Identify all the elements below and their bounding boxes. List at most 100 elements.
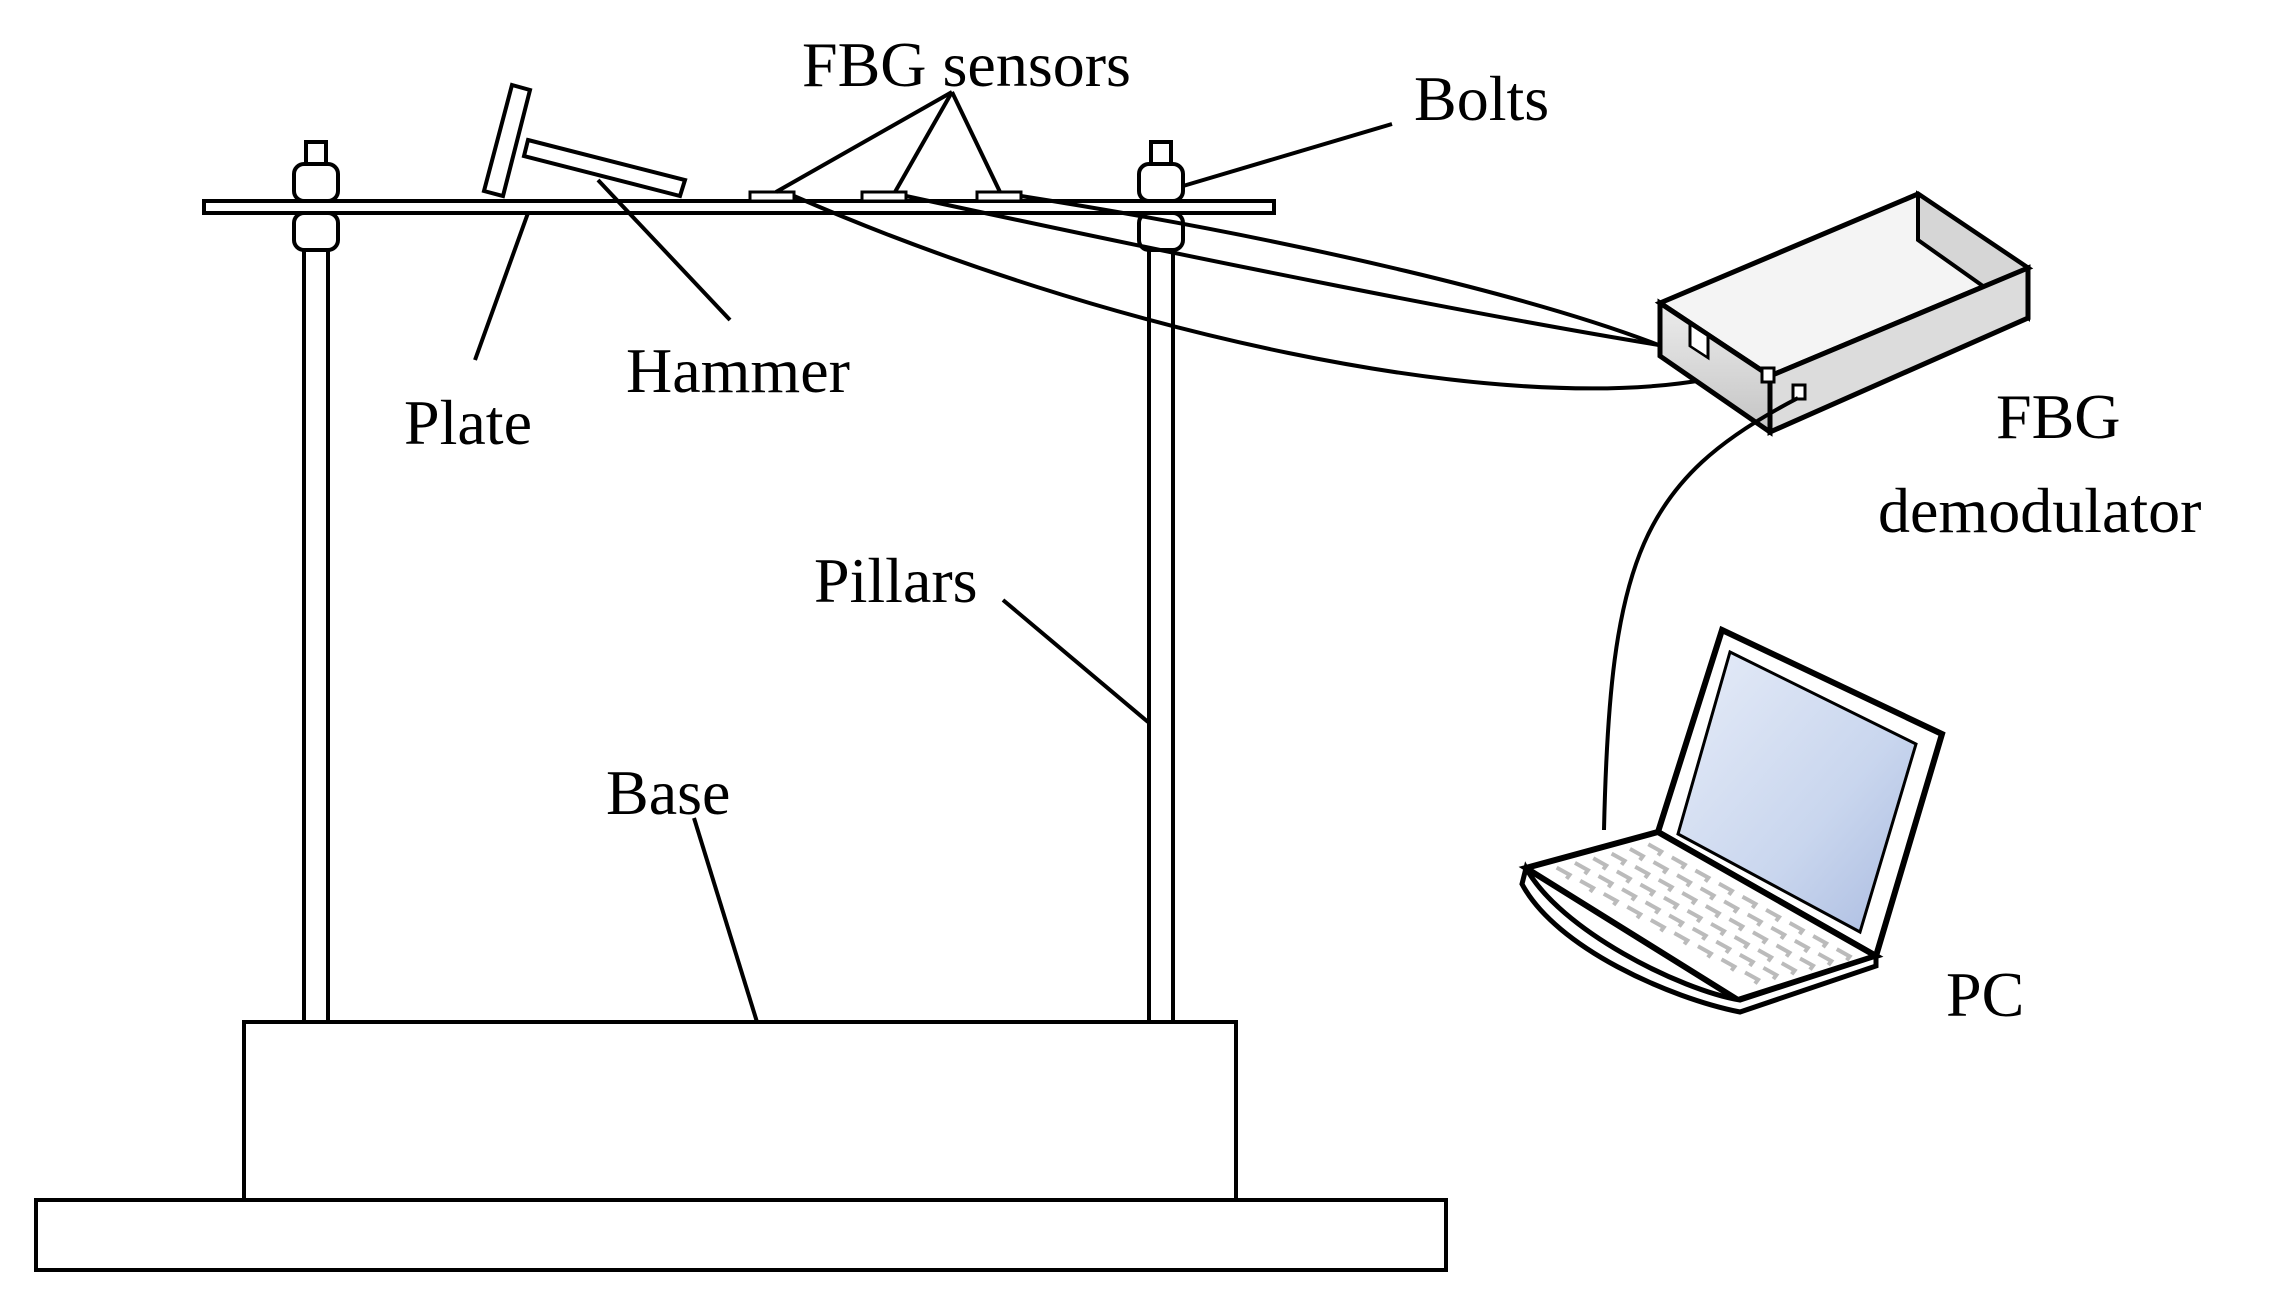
demodulator-port-2 (1760, 366, 1776, 384)
fbg-demodulator (1654, 190, 2034, 437)
label-fbg-demodulator-line2: demodulator (1878, 475, 2201, 546)
keyboard-key (1592, 856, 1610, 871)
fiber-3 (1020, 194, 1677, 354)
label-plate: Plate (404, 387, 532, 458)
fbg-sensors (748, 190, 1023, 203)
keyboard-key (1602, 892, 1620, 907)
base-bottom-slab (34, 1198, 1448, 1272)
pillar-left (302, 236, 330, 1024)
keyboard-key (1733, 935, 1751, 950)
keyboard-key (1738, 952, 1756, 968)
keyboard-key (1686, 908, 1704, 924)
keyboard-key (1555, 865, 1573, 880)
keyboard-key (1652, 860, 1670, 875)
label-base: Base (606, 757, 730, 828)
label-hammer: Hammer (626, 335, 850, 406)
fiber-1 (793, 194, 1715, 391)
hammer-head (481, 82, 533, 199)
bolt-left-lower (292, 211, 340, 252)
keyboard-key (1634, 864, 1652, 880)
keyboard-key (1668, 913, 1686, 928)
optical-fibers (793, 194, 1715, 391)
keyboard-key (1704, 904, 1722, 919)
leader-fbg-3 (950, 91, 1002, 193)
keyboard-key (1723, 899, 1741, 914)
leader-pillars (1001, 598, 1150, 724)
keyboard-key (1657, 878, 1675, 893)
fbg-sensor-3 (975, 190, 1023, 203)
keyboard-key (1710, 922, 1728, 937)
fiber-2 (905, 194, 1691, 352)
base (34, 1020, 1448, 1272)
pillars (302, 140, 1175, 1024)
fbg-sensor-1 (748, 190, 796, 203)
keyboard-key (1676, 873, 1694, 888)
labels: FBG sensors Bolts Hammer Plate FBG demod… (404, 29, 2201, 1030)
keyboard-key (1817, 952, 1835, 967)
label-pc: PC (1946, 959, 2024, 1030)
keyboard-key (1780, 961, 1798, 976)
laptop-pc (1518, 625, 1946, 1015)
keyboard-key (1597, 874, 1615, 889)
keyboard-key (1639, 882, 1657, 897)
keyboard-key (1691, 926, 1709, 941)
keyboard-key (1744, 970, 1762, 985)
leader-hammer (596, 178, 732, 322)
keyboard-key (1673, 931, 1691, 946)
label-pillars: Pillars (814, 545, 978, 616)
keyboard-key (1835, 947, 1853, 962)
keyboard-keys (1555, 842, 1853, 985)
demodulator-port-1 (1688, 321, 1710, 361)
keyboard-key (1757, 948, 1775, 963)
keyboard-key (1720, 957, 1738, 972)
keyboard-key (1696, 944, 1714, 959)
keyboard-key (1788, 921, 1806, 936)
keyboard-key (1621, 887, 1639, 902)
keyboard-key (1765, 908, 1783, 923)
leader-lines (473, 90, 1393, 1023)
laptop-front-edge (1519, 861, 1879, 1015)
keyboard-key (1751, 930, 1769, 945)
base-block (242, 1020, 1238, 1202)
hammer (481, 82, 688, 199)
keyboard-key (1610, 851, 1628, 866)
leader-base (692, 817, 759, 1023)
keyboard-key (1573, 861, 1591, 876)
keyboard-key (1647, 842, 1665, 857)
keyboard-key (1694, 868, 1712, 883)
label-bolts: Bolts (1414, 63, 1549, 134)
keyboard-key (1717, 881, 1735, 896)
label-fbg-demodulator-line1: FBG (1996, 381, 2121, 452)
keyboard-key (1715, 939, 1733, 954)
keyboard-key (1644, 900, 1662, 915)
bolt-left-upper (292, 162, 340, 203)
leader-plate (473, 212, 530, 361)
keyboard-key (1746, 912, 1764, 927)
keyboard-key (1799, 956, 1817, 971)
keyboard-key (1681, 891, 1699, 906)
keyboard-key (1775, 943, 1793, 958)
pillar-right (1147, 236, 1175, 1024)
keyboard-key (1741, 894, 1759, 910)
keyboard-key (1628, 847, 1646, 862)
keyboard-key (1615, 869, 1633, 884)
plate (202, 199, 1276, 215)
keyboard-key (1662, 895, 1680, 910)
leader-fbg-2 (893, 91, 954, 193)
label-fbg-sensors: FBG sensors (802, 29, 1131, 100)
fbg-sensor-2 (860, 190, 908, 203)
data-cable (1602, 396, 1799, 831)
leader-fbg-1 (775, 90, 953, 194)
keyboard-key (1626, 905, 1644, 920)
leader-bolts (1182, 122, 1393, 188)
keyboard-key (1793, 938, 1811, 954)
keyboard-key (1812, 934, 1830, 949)
keyboard-key (1770, 925, 1788, 940)
keyboard-key (1579, 878, 1597, 894)
bolts (292, 162, 1185, 252)
laptop-screen (1676, 649, 1918, 935)
keyboard-key (1649, 918, 1667, 933)
keyboard-key (1670, 855, 1688, 870)
